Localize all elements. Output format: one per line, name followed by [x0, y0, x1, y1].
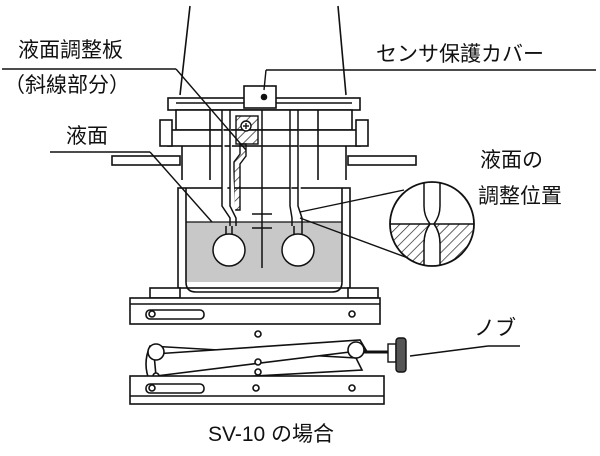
liquid-level-plate: [233, 115, 259, 211]
knob-label: ノブ: [474, 316, 516, 340]
lid-frame: [111, 97, 417, 180]
cuvette-container: [177, 187, 351, 293]
liquid-level-plate-label-line2: （斜線部分）: [4, 73, 130, 97]
lab-jack-top: [129, 287, 381, 325]
adjust-position-label-line2: 調整位置: [478, 184, 562, 208]
adjust-position-label-line1: 液面の: [480, 148, 543, 172]
lab-jack-base: [129, 375, 385, 405]
sensor-cover: [243, 85, 277, 109]
liquid-level-plate-label-line1: 液面調整板: [18, 38, 123, 62]
upper-support-rods: [179, 5, 347, 96]
knob: [364, 337, 407, 373]
leader-lines: [2, 68, 596, 357]
sensor-cover-label: センサ保護カバー: [376, 42, 544, 66]
scissor-mechanism: [145, 330, 368, 383]
detail-tangent-lines: [299, 189, 409, 259]
liquid-surface-label: 液面: [66, 124, 108, 148]
electrodes: [212, 110, 315, 268]
figure-caption: SV-10 の場合: [208, 423, 335, 446]
